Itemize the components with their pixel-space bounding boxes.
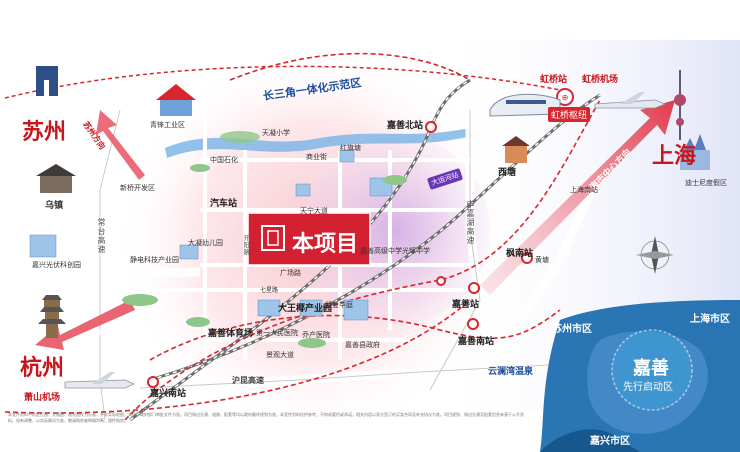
inset-jiaxing: 嘉兴市区 bbox=[590, 436, 630, 447]
arrow-shanghai bbox=[480, 100, 675, 295]
arrow-hangzhou bbox=[35, 300, 135, 350]
place-hospital: 第一人民医院 bbox=[256, 329, 298, 337]
place-zhongguo-shihua: 中国石化 bbox=[210, 156, 238, 164]
place-xitang: 西塘 bbox=[498, 168, 517, 178]
station-marker-jiaxing-south bbox=[147, 376, 159, 388]
station-jiaxing-south: 嘉兴南站 bbox=[150, 389, 187, 399]
road-label-guangchang: 广场路 bbox=[280, 269, 301, 277]
road-label-huyu: 沪昆高速 bbox=[232, 376, 264, 385]
station-marker-north bbox=[425, 121, 437, 133]
city-suzhou: 苏州 bbox=[22, 120, 67, 145]
road-label-changtai: 常台高速 bbox=[97, 218, 106, 254]
rail-dashed-1 bbox=[124, 99, 601, 421]
plane-xiaoshan-icon bbox=[64, 372, 135, 389]
xiaoshan-airport-label: 萧山机场 bbox=[24, 393, 61, 403]
place-sports: 嘉善体育场 bbox=[208, 329, 254, 339]
place-dawang: 大王椰产业园 bbox=[278, 304, 333, 314]
station-jiashan: 嘉善站 bbox=[452, 300, 480, 310]
station-marker-south bbox=[467, 318, 479, 330]
inset-title-main: 嘉善 bbox=[633, 358, 669, 379]
road-label-qixing: 七星路 bbox=[260, 287, 279, 294]
city-shanghai: 上海 bbox=[652, 144, 697, 169]
inset-suzhou: 苏州市区 bbox=[552, 324, 592, 335]
inset-map bbox=[540, 300, 740, 452]
road-label-tianning: 天宁大道 bbox=[300, 207, 328, 215]
place-wuzhen: 乌镇 bbox=[45, 201, 64, 211]
station-jiashan-north: 嘉善北站 bbox=[387, 121, 424, 131]
hongqiao-airport-label: 虹桥机场 bbox=[582, 75, 619, 85]
station-jiashan-south: 嘉善南站 bbox=[458, 337, 495, 347]
road-label-shenjia: 申嘉湖高速 bbox=[466, 200, 475, 245]
compass-icon bbox=[636, 236, 674, 274]
inset-shanghai: 上海市区 bbox=[690, 314, 730, 325]
arrow-suzhou bbox=[96, 110, 145, 180]
place-qiaochan: 乔产医院 bbox=[302, 331, 330, 339]
delta-arc-dashed-2 bbox=[229, 52, 471, 81]
suzhou-landmark-icon bbox=[36, 66, 58, 96]
hangzhou-pagoda-icon bbox=[38, 295, 66, 338]
rail-dashed-3 bbox=[149, 309, 561, 361]
wuzhen-icon bbox=[36, 164, 76, 193]
city-hangzhou: 杭州 bbox=[20, 356, 65, 381]
place-huangtang: 黄塘 bbox=[535, 256, 549, 264]
xitang-icon bbox=[502, 136, 530, 163]
station-marker-jiashan bbox=[468, 282, 480, 294]
place-disney: 迪士尼度假区 bbox=[685, 179, 727, 187]
road-label-kaiyang: 开阳路 bbox=[242, 235, 249, 256]
station-marker-fengnan bbox=[521, 252, 533, 264]
disclaimer-text: 本宣传资料中的区位图、交通图、规划图仅为示意，并非实际地图，具体以政府部门审批文… bbox=[8, 412, 524, 423]
place-tianning-school: 天凝小学 bbox=[262, 129, 290, 137]
place-jingtian: 静电科技产业园 bbox=[130, 256, 179, 264]
place-amusement: 青锋工业区 bbox=[150, 121, 185, 129]
place-shumanhua: 舒曼华庭 bbox=[325, 301, 353, 309]
project-label: 本项目 bbox=[292, 232, 359, 257]
place-shanghai-south: 上海南站 bbox=[570, 186, 598, 194]
road-west bbox=[9, 267, 201, 279]
place-shangye: 商业街 bbox=[306, 153, 327, 161]
hongqi-river bbox=[165, 128, 472, 158]
plane-hongqiao-icon bbox=[594, 92, 667, 109]
place-jiashan-high: 嘉善高级中学 bbox=[360, 247, 402, 255]
place-hongqi-river: 红旗塘 bbox=[340, 144, 361, 152]
place-zhengfu: 嘉善县政府 bbox=[345, 341, 380, 349]
road-shanghai-south bbox=[516, 168, 605, 323]
place-auto-station: 汽车站 bbox=[210, 199, 238, 209]
place-jingguan: 景观大道 bbox=[266, 351, 294, 359]
disney-castle-icon bbox=[680, 134, 710, 170]
place-jiaxing-pv: 嘉兴光伏科创园 bbox=[32, 261, 81, 269]
place-kindergarten: 大凝幼儿园 bbox=[188, 239, 223, 247]
inset-title-sub: 先行启动区 bbox=[623, 382, 673, 393]
hongqiao-station-label: 虹桥站 bbox=[540, 75, 568, 85]
station-fengnan: 枫南站 bbox=[506, 249, 534, 259]
station-marker-hongqiao bbox=[556, 88, 574, 106]
pv-park-building bbox=[29, 234, 57, 258]
place-guanghui: 光辉中学 bbox=[402, 247, 430, 255]
shanghai-tower-icon bbox=[674, 70, 686, 140]
hongqiao-hub-badge: 虹桥枢纽 bbox=[548, 107, 591, 122]
amusement-park-icon bbox=[156, 84, 196, 116]
svg-text:⊕: ⊕ bbox=[562, 93, 569, 102]
place-yunlan: 云澜湾温泉 bbox=[488, 367, 534, 377]
rail-dashed-2 bbox=[4, 299, 471, 414]
place-xinqiao: 新桥开发区 bbox=[120, 184, 155, 192]
